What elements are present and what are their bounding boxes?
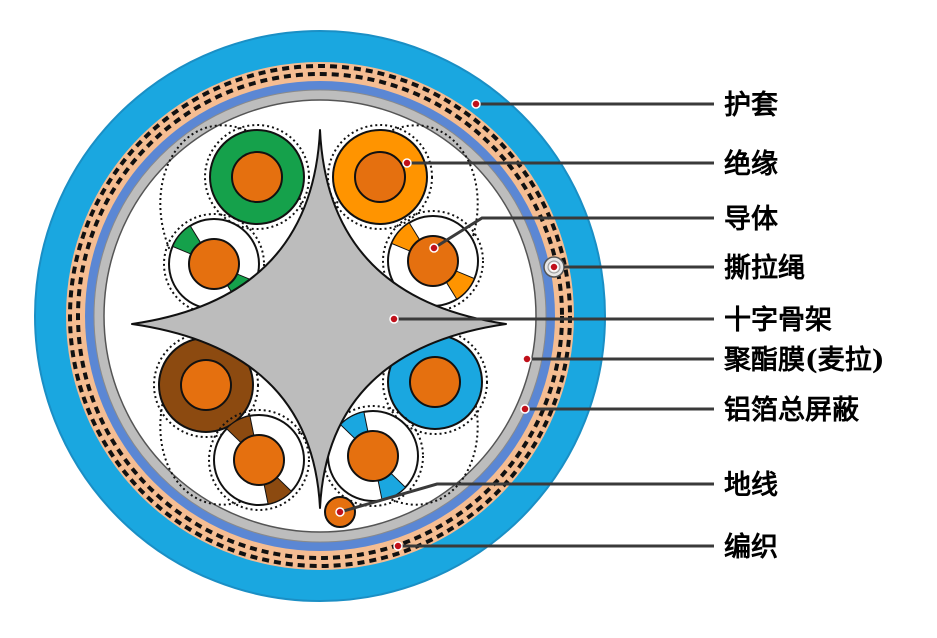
solid-wire-orange <box>327 124 433 230</box>
label-polyester-film: 聚酯膜(麦拉) <box>723 344 885 376</box>
cross-spline <box>131 129 507 509</box>
label-jacket: 护套 <box>724 90 778 121</box>
label-insulation: 绝缘 <box>724 148 778 180</box>
solid-wire-green <box>204 124 310 230</box>
label-drain-wire: 地线 <box>724 470 778 501</box>
striped-wire-orange <box>382 210 484 312</box>
leader-lines <box>339 102 714 548</box>
label-ripcord: 撕拉绳 <box>724 252 805 284</box>
striped-wire-green <box>163 213 265 315</box>
label-foil-shield: 铝箔总屏蔽 <box>724 394 860 426</box>
braid-dash-outer <box>68 64 572 568</box>
solid-wire-brown <box>153 332 259 438</box>
leader-dots <box>335 99 559 551</box>
label-cross-spline: 十字骨架 <box>724 304 832 336</box>
label-conductor: 导体 <box>724 204 779 235</box>
braid-dash-inner <box>76 72 564 560</box>
label-braid: 编织 <box>724 531 778 563</box>
striped-wire-brown <box>208 409 310 511</box>
